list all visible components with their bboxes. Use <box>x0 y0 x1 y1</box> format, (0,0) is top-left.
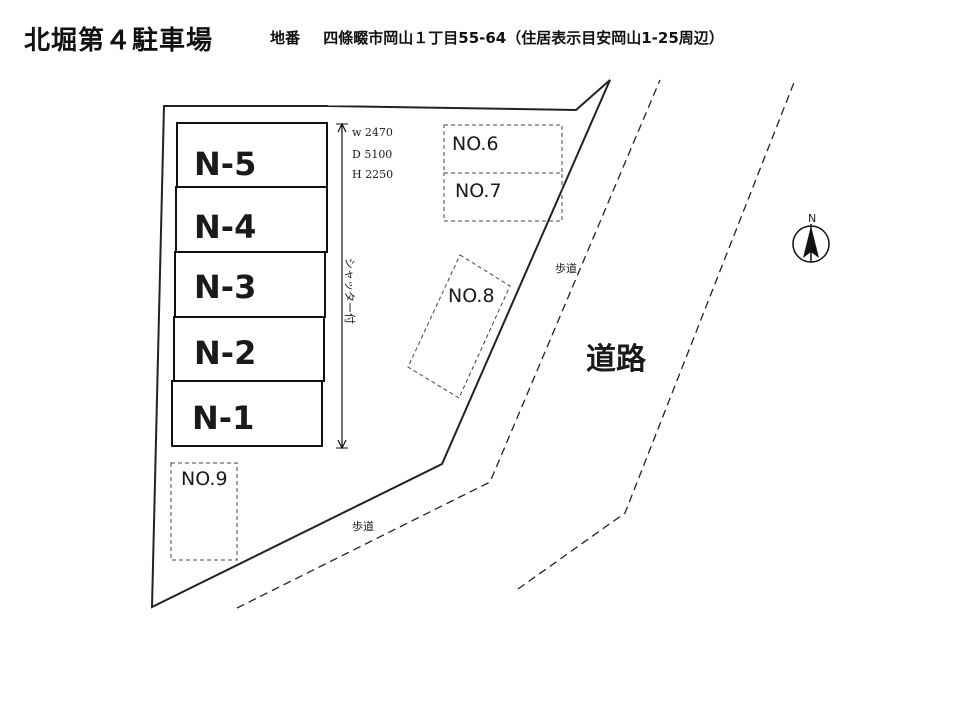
sidewalk-inner-edge <box>236 79 661 609</box>
space-no8-label: NO.8 <box>448 285 495 307</box>
dimension-depth: D 5100 <box>352 148 392 161</box>
lot-corner-dashed <box>575 79 611 111</box>
address-label: 地番 <box>270 29 301 47</box>
garage-n2[interactable] <box>173 316 325 382</box>
space-no7-box[interactable] <box>443 172 563 222</box>
north-compass-icon <box>792 224 830 263</box>
garage-label-n5: N-5 <box>194 145 256 183</box>
dimension-width: w 2470 <box>352 126 393 139</box>
dimension-marker <box>336 122 348 450</box>
address-line: 地番 四條畷市岡山１丁目55-64（住居表示目安岡山1-25周辺） <box>270 27 724 48</box>
garage-block: N-5 N-4 N-3 N-2 N-1 <box>171 122 328 447</box>
garage-label-n4: N-4 <box>194 208 256 246</box>
dimension-height: H 2250 <box>352 168 393 181</box>
shutter-note: シャッター付 <box>343 258 356 324</box>
sidewalk-label-right: 歩道 <box>555 261 577 275</box>
garage-n3[interactable] <box>174 251 326 318</box>
compass-north-label: N <box>808 212 816 225</box>
road-label: 道路 <box>586 342 647 377</box>
page-title: 北堀第４駐車場 <box>24 26 214 56</box>
garage-n1[interactable] <box>171 380 323 447</box>
garage-label-n1: N-1 <box>192 399 254 437</box>
space-no8-box[interactable] <box>407 254 511 399</box>
road-far-edge <box>517 79 796 590</box>
garage-label-n3: N-3 <box>194 268 256 306</box>
space-no9-box[interactable] <box>170 462 238 561</box>
sidewalk-label-bottom: 歩道 <box>352 519 374 533</box>
garage-label-n2: N-2 <box>194 334 256 372</box>
space-no9-label: NO.9 <box>181 468 228 490</box>
space-no6-label: NO.6 <box>452 133 499 155</box>
space-no7-label: NO.7 <box>455 180 502 202</box>
garage-n4[interactable] <box>175 186 328 253</box>
address-value: 四條畷市岡山１丁目55-64（住居表示目安岡山1-25周辺） <box>323 29 724 47</box>
